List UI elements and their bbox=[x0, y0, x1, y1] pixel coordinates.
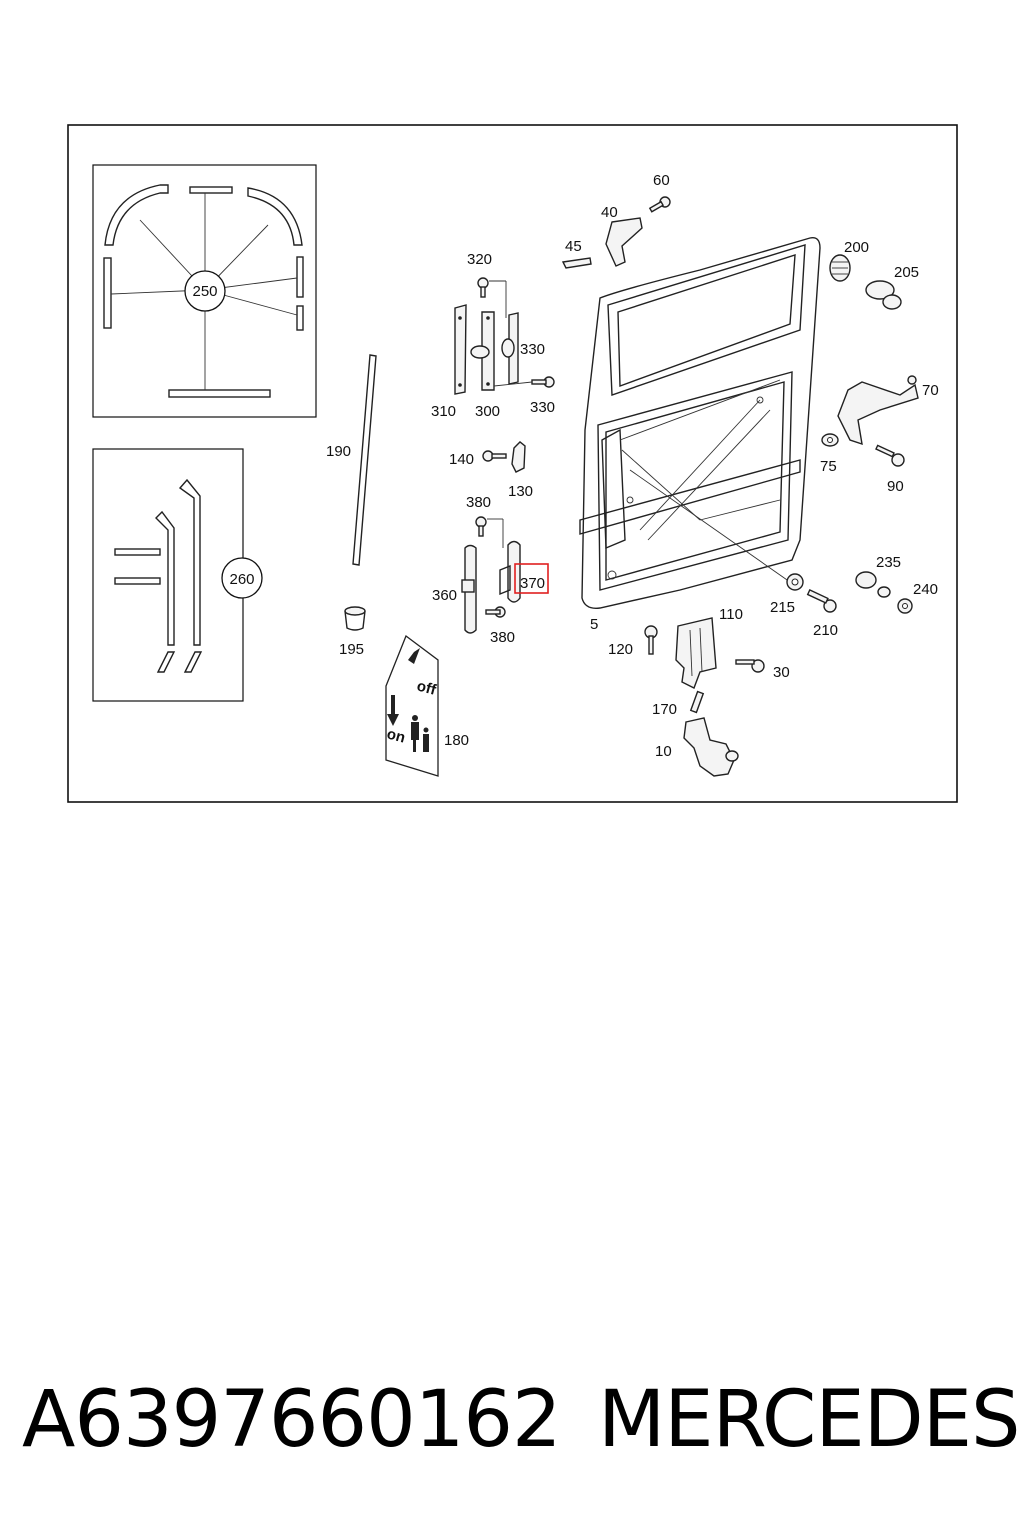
callout-360: 360 bbox=[432, 587, 457, 604]
callout-40: 40 bbox=[601, 204, 618, 221]
callout-260: 260 bbox=[229, 571, 254, 588]
callout-30: 30 bbox=[773, 664, 790, 681]
callout-110: 110 bbox=[719, 606, 743, 623]
part-5-door-frame: 5 bbox=[579, 237, 821, 633]
inset-260: 260 bbox=[92, 448, 263, 702]
part-40-45-60: 45 40 60 bbox=[561, 172, 671, 269]
callout-90: 90 bbox=[887, 478, 904, 495]
callout-320: 310 bbox=[431, 403, 456, 420]
callout-200: 200 bbox=[844, 239, 869, 256]
striker-group-lower: 380 360 370 380 bbox=[432, 494, 549, 646]
callout-10: 10 bbox=[655, 743, 672, 760]
callout-130: 130 bbox=[508, 483, 533, 500]
part-lower-hinge: 110 120 30 170 10 bbox=[608, 606, 790, 777]
callout-310: 330 bbox=[520, 341, 545, 358]
callout-190: 190 bbox=[326, 443, 351, 460]
callout-240: 215 bbox=[770, 599, 795, 616]
callout-250: 250 bbox=[192, 283, 217, 300]
callout-75: 75 bbox=[820, 458, 837, 475]
part-140-130: 140 130 bbox=[449, 441, 533, 500]
callout-205: 205 bbox=[894, 264, 919, 281]
part-70-75-90: 70 75 90 bbox=[820, 375, 939, 495]
callout-215: 240 bbox=[913, 581, 938, 598]
part-240-235: 215 210 bbox=[770, 573, 838, 639]
callout-300: 300 bbox=[475, 403, 500, 420]
callout-210: 235 bbox=[876, 554, 901, 571]
callout-330-bottom: 330 bbox=[530, 399, 555, 416]
part-number: A6397660162 bbox=[22, 1375, 562, 1465]
part-180-sticker: off on 180 bbox=[385, 634, 469, 777]
sticker-on: on bbox=[385, 725, 407, 746]
callout-70: 70 bbox=[922, 382, 939, 399]
callout-120: 120 bbox=[608, 641, 633, 658]
part-200-205: 200 205 bbox=[829, 239, 919, 310]
callout-195: 195 bbox=[339, 641, 364, 658]
callout-380-top: 380 bbox=[466, 494, 491, 511]
callout-60: 60 bbox=[653, 172, 670, 189]
callout-5: 5 bbox=[590, 616, 598, 633]
part-195-cap: 195 bbox=[339, 606, 366, 658]
callout-140: 140 bbox=[449, 451, 474, 468]
part-190-strip: 190 bbox=[326, 354, 377, 566]
diagram-frame bbox=[67, 124, 958, 803]
striker-group-upper: 320 310 300 330 330 bbox=[431, 251, 555, 420]
sticker-off: off bbox=[415, 677, 439, 699]
callout-330-top: 320 bbox=[467, 251, 492, 268]
highlight-box-370 bbox=[514, 563, 549, 594]
callout-45: 45 bbox=[565, 238, 582, 255]
callout-180: 180 bbox=[444, 732, 469, 749]
callout-235: 210 bbox=[813, 622, 838, 639]
callout-370: 370 bbox=[520, 575, 545, 592]
callout-380-bottom: 380 bbox=[490, 629, 515, 646]
inset-250: 250 bbox=[92, 164, 317, 418]
part-210-215: 235 240 bbox=[855, 554, 938, 614]
brand-name: MERCEDES bbox=[598, 1375, 1020, 1465]
callout-170: 170 bbox=[652, 701, 677, 718]
